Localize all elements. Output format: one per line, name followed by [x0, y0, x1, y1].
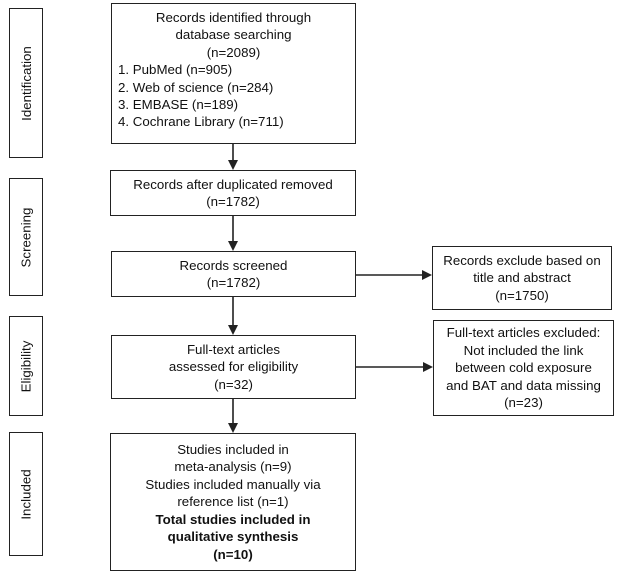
fulltext-line-3: (n=32) — [214, 376, 253, 392]
fulltext-excluded-line-3: between cold exposure — [455, 360, 592, 376]
included-line-4: reference list (n=1) — [177, 494, 289, 510]
records-identified-line-1: Records identified through — [155, 10, 312, 25]
fulltext-line-2: assessed for eligibility — [168, 359, 299, 375]
records-identified-line-2: database searching — [175, 27, 292, 43]
total-included-line-3: (n=10) — [213, 546, 253, 562]
fulltext-excluded-line-1: Full-text articles excluded: — [446, 325, 601, 341]
stage-label-identification: Identification — [9, 8, 43, 158]
fulltext-excluded-line-2: Not included the link — [463, 342, 584, 358]
fulltext-excluded-line-4: and BAT and data missing — [446, 377, 601, 393]
database-item-embase: 3. EMBASE (n=189) — [118, 97, 239, 113]
records-excluded-screening-box: Records exclude based on title and abstr… — [432, 246, 612, 310]
deduplicated-line-2: (n=1782) — [206, 194, 260, 209]
fulltext-excluded-line-5: (n=23) — [504, 395, 543, 411]
excluded-screening-line-2: title and abstract — [473, 270, 571, 286]
deduplicated-line-1: Records after duplicated removed — [133, 176, 333, 192]
studies-included-box: Studies included in meta-analysis (n=9) … — [110, 433, 356, 571]
fulltext-excluded-box: Full-text articles excluded: Not include… — [433, 320, 614, 416]
records-screened-box: Records screened (n=1782) — [111, 251, 356, 297]
database-item-pubmed: 1. PubMed (n=905) — [118, 62, 233, 78]
fulltext-line-1: Full-text articles — [186, 341, 281, 357]
included-line-3: Studies included manually via — [145, 476, 321, 492]
stage-label-eligibility: Eligibility — [9, 316, 43, 416]
stage-label-screening: Screening — [9, 178, 43, 296]
records-identified-line-3: (n=2089) — [206, 44, 261, 60]
included-line-2: meta-analysis (n=9) — [174, 459, 292, 475]
fulltext-assessed-box: Full-text articles assessed for eligibil… — [111, 335, 356, 399]
database-item-cochrane: 4. Cochrane Library (n=711) — [118, 114, 284, 130]
records-deduplicated-box: Records after duplicated removed (n=1782… — [110, 170, 356, 216]
screened-line-1: Records screened — [179, 257, 288, 273]
total-included-line-1: Total studies included in — [155, 511, 311, 527]
total-included-line-2: qualitative synthesis — [167, 529, 299, 545]
stage-label-included: Included — [9, 432, 43, 556]
records-identified-box: Records identified through database sear… — [111, 3, 356, 144]
excluded-screening-line-1: Records exclude based on — [443, 252, 601, 268]
included-line-1: Studies included in — [177, 442, 289, 458]
screened-line-2: (n=1782) — [206, 275, 261, 290]
database-item-web-of-science: 2. Web of science (n=284) — [118, 79, 274, 95]
excluded-screening-line-3: (n=1750) — [495, 287, 549, 303]
